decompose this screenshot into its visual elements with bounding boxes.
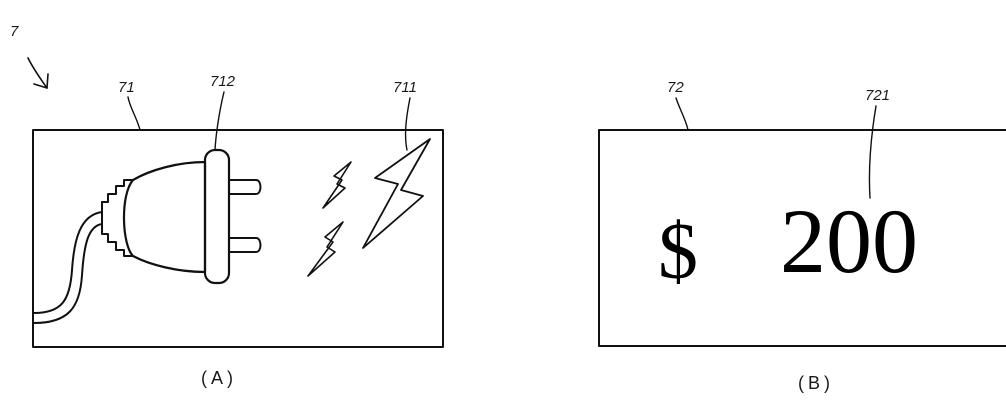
card-71 [32, 129, 444, 348]
panel-b: 72 721 $ 200 (B) [598, 79, 1006, 393]
panel-a-caption: (A) [201, 368, 237, 388]
spark-711-leader-line [404, 97, 411, 151]
small-lightning-bolt-icon [307, 221, 344, 277]
assembly-arrow [27, 57, 49, 89]
lightning-bolt-icon [362, 138, 431, 249]
plug-712-ref-label: 712 [210, 73, 236, 90]
small-lightning-bolt-icon [322, 161, 352, 209]
panel-a: 71 712 711 [32, 73, 444, 388]
panel-b-caption: (B) [798, 373, 834, 393]
power-plug-icon [33, 148, 262, 324]
card-72-leader-line [675, 97, 689, 131]
currency-symbol: $ [658, 208, 698, 296]
amount-721-leader-line [868, 105, 877, 199]
card-72 [598, 129, 1006, 347]
assembly-ref-label: 7 [10, 23, 19, 40]
plug-712-leader-line [214, 91, 225, 151]
amount-721-ref-label: 721 [865, 87, 890, 104]
card-71-ref-label: 71 [118, 79, 135, 96]
card-71-leader-line [127, 96, 141, 131]
spark-711-ref-label: 711 [393, 79, 417, 96]
amount-value: 200 [780, 190, 918, 292]
card-72-ref-label: 72 [667, 79, 684, 96]
